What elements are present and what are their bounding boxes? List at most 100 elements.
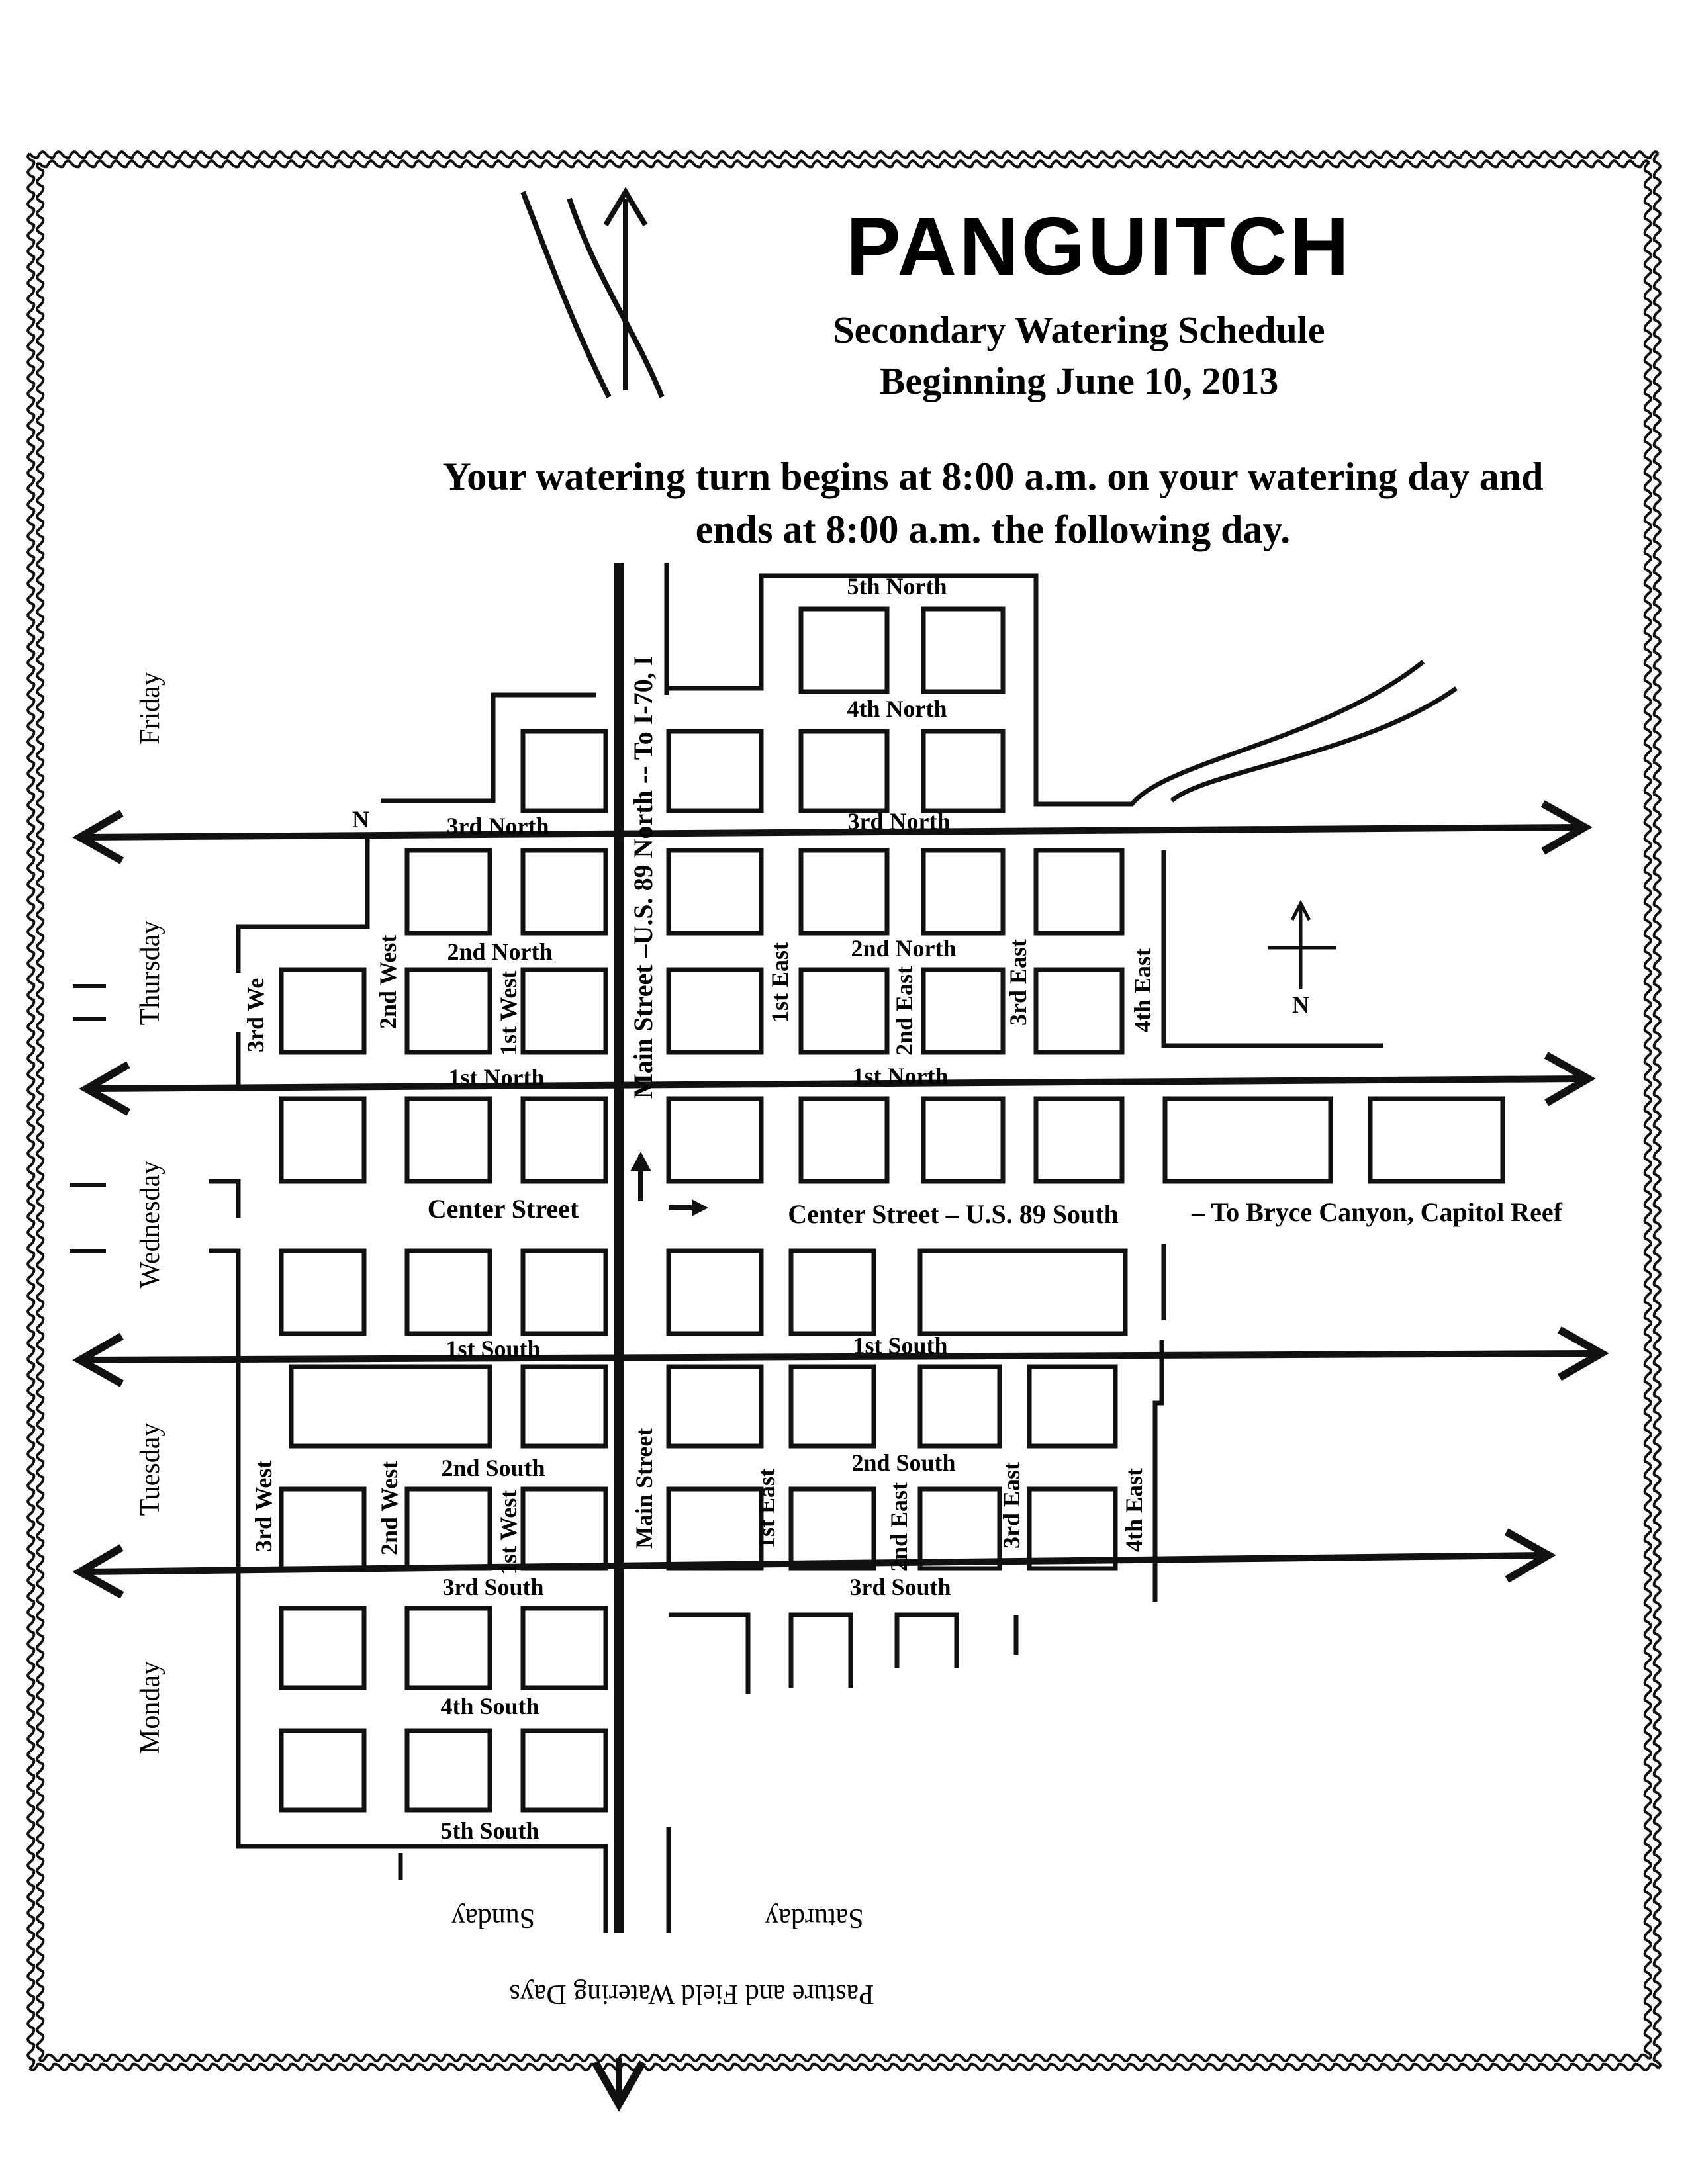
- corner-north-mark: N: [352, 806, 369, 833]
- city-block: [788, 1248, 876, 1336]
- city-block: [788, 1486, 876, 1571]
- city-block: [520, 1096, 608, 1184]
- compass-icon: [1268, 899, 1336, 989]
- city-block: [279, 1728, 367, 1813]
- city-block: [279, 1248, 367, 1336]
- border-line: [38, 159, 1650, 169]
- city-block: [1033, 1096, 1125, 1184]
- street-2nd-west-south: 2nd West: [376, 1461, 402, 1555]
- border-line: [36, 161, 45, 2060]
- street-5th-north: 5th North: [847, 573, 947, 600]
- city-block: [917, 1486, 1002, 1571]
- street-2nd-east-north: 2nd East: [891, 966, 917, 1056]
- city-block: [279, 1486, 367, 1571]
- city-block: [1027, 1364, 1118, 1449]
- street-3rd-west-north: 3rd We: [242, 978, 269, 1052]
- city-block: [520, 729, 608, 813]
- street-3rd-north-east: 3rd North: [848, 808, 951, 835]
- city-block: [520, 1606, 608, 1690]
- street-4th-south: 4th South: [440, 1693, 539, 1719]
- street-5th-south: 5th South: [440, 1817, 539, 1844]
- street-2nd-east-south: 2nd East: [886, 1482, 912, 1572]
- street-main-south: Main Street: [631, 1428, 657, 1549]
- city-block: [921, 606, 1006, 694]
- city-block: [921, 848, 1006, 936]
- street-1st-south-west: 1st South: [445, 1336, 540, 1362]
- city-block: [404, 1486, 492, 1571]
- border-line: [28, 150, 1660, 159]
- zone-dividers: [72, 800, 1609, 2112]
- city-block: [917, 1248, 1128, 1336]
- city-block: [798, 729, 890, 813]
- border-line: [28, 2062, 1660, 2071]
- city-block: [520, 1486, 608, 1571]
- city-block: [404, 848, 492, 936]
- street-2nd-south-east: 2nd South: [851, 1449, 955, 1476]
- partial-block: [788, 1612, 853, 1688]
- city-block: [921, 1096, 1006, 1184]
- city-block: [404, 1728, 492, 1813]
- day-label-sunday: Sunday: [451, 1903, 535, 1933]
- city-block: [520, 1728, 608, 1813]
- city-block: [520, 1364, 608, 1449]
- partial-block: [669, 1612, 751, 1694]
- street-3rd-north-west: 3rd North: [447, 813, 549, 839]
- street-1st-north-west: 1st North: [449, 1064, 545, 1091]
- instruction-line-1: Your watering turn begins at 8:00 a.m. o…: [443, 455, 1544, 498]
- street-2nd-north-west: 2nd North: [447, 938, 552, 965]
- city-block: [798, 967, 890, 1055]
- city-block: [289, 1364, 492, 1449]
- city-block: [917, 1364, 1002, 1449]
- city-block: [798, 848, 890, 936]
- city-block: [666, 729, 764, 813]
- city-block: [666, 1096, 764, 1184]
- city-block: [279, 967, 367, 1055]
- city-block: [666, 848, 764, 936]
- page-date: Beginning June 10, 2013: [880, 359, 1279, 402]
- city-block: [798, 606, 890, 694]
- city-block: [921, 967, 1006, 1055]
- pasture-field-label: Pasture and Field Watering Days: [509, 1979, 874, 2009]
- wavy-border: [26, 150, 1662, 2071]
- border-line: [1643, 161, 1652, 2060]
- street-4th-east-north: 4th East: [1129, 948, 1156, 1032]
- street-4th-north: 4th North: [847, 696, 947, 722]
- city-block: [1033, 848, 1125, 936]
- city-block: [404, 1096, 492, 1184]
- street-1st-west-south: 1st West: [495, 1490, 522, 1575]
- day-label-friday: Friday: [135, 672, 165, 745]
- city-block: [798, 1096, 890, 1184]
- town-outline: [209, 573, 1458, 1933]
- partial-block: [894, 1612, 959, 1668]
- traffic-arrows: [630, 1152, 708, 1216]
- city-block: [520, 1248, 608, 1336]
- day-label-wednesday: Wednesday: [135, 1161, 165, 1289]
- street-1st-west-north: 1st West: [495, 971, 522, 1056]
- city-block: [666, 1486, 764, 1571]
- border-line: [1652, 152, 1662, 2070]
- street-3rd-east-south: 3rd East: [998, 1462, 1025, 1549]
- city-block: [921, 729, 1006, 813]
- street-4th-east-south: 4th East: [1121, 1468, 1147, 1552]
- street-center-west: Center Street: [428, 1194, 579, 1224]
- day-label-tuesday: Tuesday: [135, 1423, 165, 1516]
- street-1st-east-south: 1st East: [753, 1469, 780, 1549]
- day-label-thursday: Thursday: [135, 921, 165, 1026]
- street-3rd-west-south: 3rd West: [250, 1461, 277, 1552]
- main-street-road: [614, 563, 669, 1933]
- city-block: [1368, 1096, 1505, 1184]
- street-1st-south-east: 1st South: [853, 1332, 947, 1359]
- border-line: [38, 2053, 1650, 2062]
- page-subtitle: Secondary Watering Schedule: [833, 308, 1325, 351]
- border-line: [26, 152, 36, 2070]
- top-north-arrow-icon: [520, 187, 665, 398]
- street-2nd-south-west: 2nd South: [441, 1455, 545, 1481]
- street-1st-east-north: 1st East: [767, 942, 793, 1023]
- street-main-north: Main Street –U.S. 89 North -- To I-70, I: [628, 656, 658, 1099]
- city-block: [788, 1364, 876, 1449]
- city-block: [279, 1096, 367, 1184]
- city-block: [1162, 1096, 1333, 1184]
- margin-ticks: [70, 984, 106, 1253]
- city-block: [520, 848, 608, 936]
